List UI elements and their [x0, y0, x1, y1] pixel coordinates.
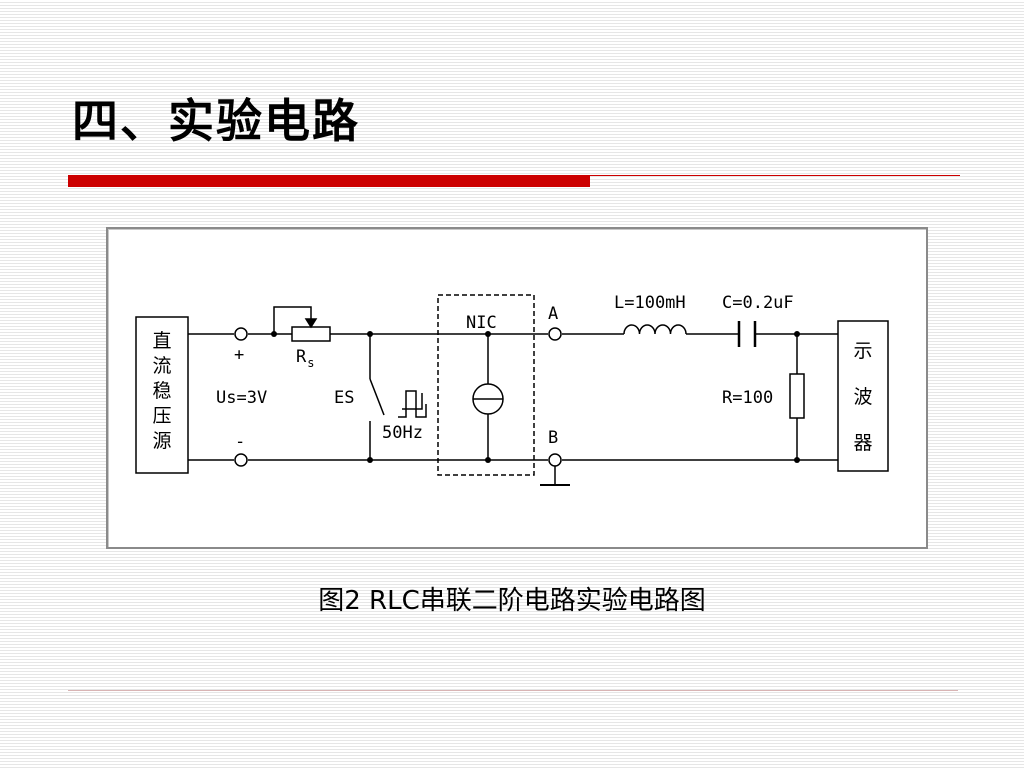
- nic-label: NIC: [466, 313, 497, 333]
- dc-source-box: [135, 316, 189, 474]
- node-b-terminal: [548, 453, 562, 467]
- square-wave-icon-inner: [402, 393, 423, 410]
- resistor-label: R=100: [722, 388, 773, 408]
- scope-char: 波: [853, 386, 872, 408]
- dc-source-char: 源: [152, 430, 171, 452]
- node-a-terminal: [548, 327, 562, 341]
- dc-source-char: 直: [152, 330, 171, 352]
- es-label: ES: [334, 388, 354, 408]
- frequency-label: 50Hz: [382, 423, 423, 443]
- source-voltage-label: Us=3V: [216, 388, 267, 408]
- plus-label: +: [234, 345, 244, 365]
- scope-char: 示: [853, 340, 872, 362]
- dc-source-char: 压: [152, 405, 171, 427]
- title-underline-thick: [68, 175, 590, 187]
- scope-char: 器: [853, 432, 872, 454]
- junction-dots: [271, 331, 800, 463]
- footer-divider: [68, 690, 958, 691]
- circuit-wires: [135, 294, 889, 486]
- minus-terminal: [234, 453, 248, 467]
- rs-label: Rs: [296, 347, 314, 370]
- title-underline-thin: [590, 175, 960, 176]
- dc-source-char: 稳: [152, 380, 171, 402]
- rs-label-main: R: [296, 347, 307, 367]
- nic-dashed-box: [437, 294, 535, 476]
- node-a-label: A: [548, 304, 558, 324]
- es-switch-blade: [369, 378, 385, 416]
- oscilloscope-box: [837, 320, 889, 472]
- circuit-diagram: 直 流 稳 压 源 + - Us=3V Rs ES 50Hz NIC A B L…: [135, 293, 889, 486]
- node-b-label: B: [548, 428, 558, 448]
- load-resistor: [789, 373, 805, 419]
- capacitor-label: C=0.2uF: [722, 293, 794, 313]
- plus-terminal: [234, 327, 248, 341]
- inductor-coil: [623, 324, 687, 335]
- circuit-figure-frame: 直 流 稳 压 源 + - Us=3V Rs ES 50Hz NIC A B L…: [106, 227, 928, 549]
- figure-caption: 图2 RLC串联二阶电路实验电路图: [318, 586, 706, 616]
- slide-title: 四、实验电路: [72, 94, 360, 148]
- square-wave-icon: [398, 390, 427, 418]
- rs-wiper-arrow: [304, 318, 318, 329]
- rs-resistor: [291, 326, 331, 342]
- rs-label-subscript: s: [307, 356, 314, 370]
- minus-label: -: [235, 432, 245, 452]
- dc-source-char: 流: [152, 355, 171, 377]
- inductor-label: L=100mH: [614, 293, 686, 313]
